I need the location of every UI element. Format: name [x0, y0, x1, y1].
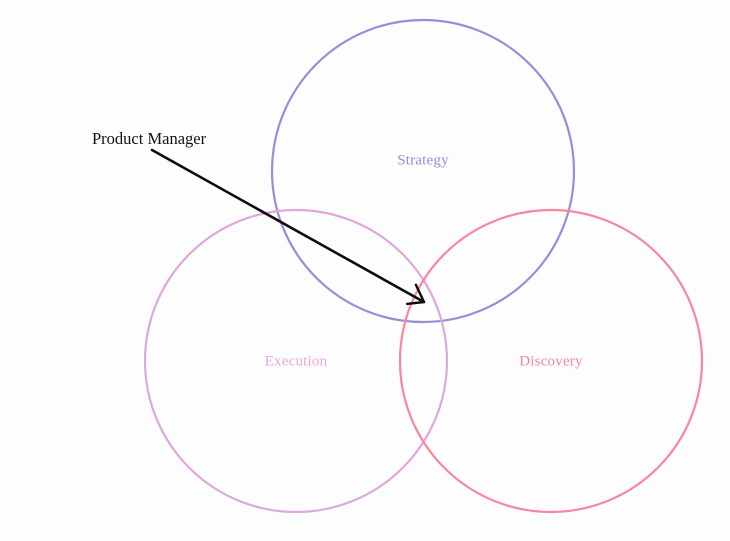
circle-discovery[interactable]: [398, 208, 704, 514]
annotation-label-product-manager: Product Manager: [92, 129, 207, 148]
circle-label-execution: Execution: [265, 353, 328, 369]
circle-execution[interactable]: [143, 208, 449, 514]
circle-label-strategy: Strategy: [397, 152, 449, 168]
circle-label-discovery: Discovery: [519, 353, 583, 369]
circle-strategy[interactable]: [270, 18, 576, 324]
annotation-arrow-head: [405, 283, 426, 306]
annotation-arrow-shaft: [150, 148, 426, 304]
